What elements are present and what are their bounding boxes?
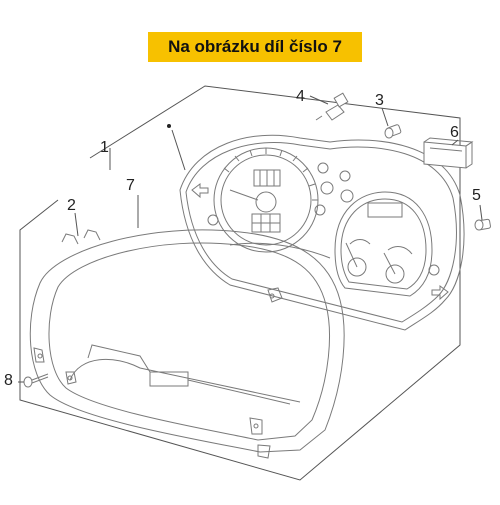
part-number-banner: Na obrázku díl číslo 7 <box>148 32 362 62</box>
assembly-outline <box>19 85 461 481</box>
frame-tab <box>61 233 79 245</box>
callout-3: 3 <box>375 92 384 109</box>
lcd-display <box>367 202 403 218</box>
right-turn-arrow-icon <box>431 285 449 301</box>
callout-4: 4 <box>296 88 305 105</box>
indicator-light <box>317 162 329 174</box>
temp-gauge-hub <box>385 264 405 284</box>
instrument-cluster <box>179 134 465 331</box>
bulb-socket <box>315 92 349 121</box>
callout-8: 8 <box>4 372 13 389</box>
indicator-light <box>320 181 334 195</box>
secondary-gauge <box>334 191 433 297</box>
callout-7: 7 <box>126 177 135 194</box>
fuel-gauge-hub <box>347 257 367 277</box>
small-bulb <box>474 218 491 231</box>
reference-dot <box>167 124 171 128</box>
frame-tab <box>33 347 45 363</box>
frame-tab <box>83 229 101 241</box>
leader-line <box>309 95 329 105</box>
leader-line <box>381 107 389 127</box>
screw <box>23 373 49 388</box>
callout-6: 6 <box>450 124 459 141</box>
callout-1: 1 <box>100 139 109 156</box>
frame-tab <box>257 444 271 459</box>
leader-line <box>171 129 186 171</box>
leader-line <box>451 139 459 146</box>
callout-2: 2 <box>67 197 76 214</box>
indicator-light <box>340 189 354 203</box>
leader-line <box>479 204 483 221</box>
display-module <box>423 137 474 169</box>
indicator-light <box>314 204 326 216</box>
bulb <box>384 124 402 139</box>
callout-5: 5 <box>472 187 481 204</box>
cover-lens <box>29 229 345 459</box>
left-turn-arrow-icon <box>191 183 209 199</box>
speedometer-hub <box>255 191 277 213</box>
leader-line <box>74 212 79 237</box>
frame-tab <box>65 371 77 385</box>
frame-tab <box>249 417 263 435</box>
indicator-light <box>339 170 351 182</box>
